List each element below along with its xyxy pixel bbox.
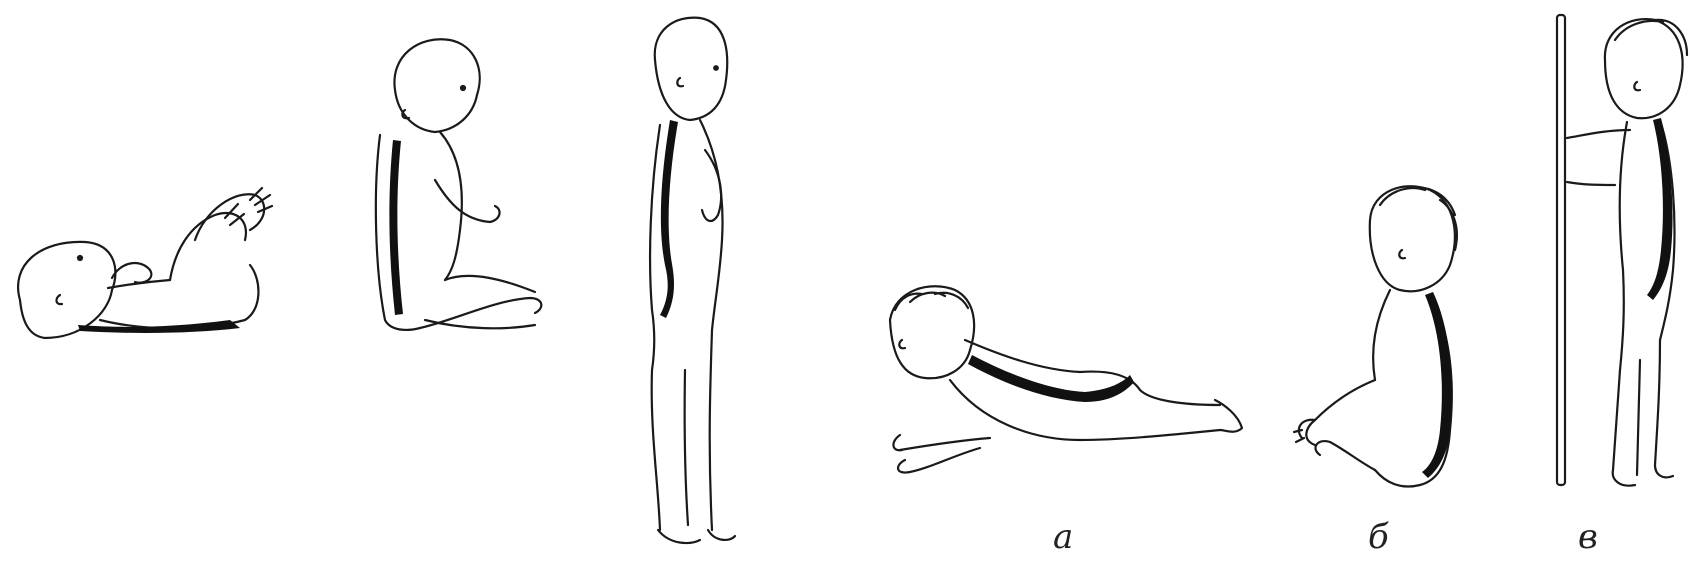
spine-line: [968, 355, 1134, 402]
infant-sitting-straight-figure: [365, 30, 565, 350]
child-standing-figure: [630, 10, 770, 560]
newborn-lying-figure: [0, 170, 300, 370]
spine-line: [78, 320, 240, 333]
caption-b: б: [1368, 520, 1389, 554]
infant-prone-figure: [880, 280, 1250, 510]
spine-line: [389, 140, 403, 315]
caption-v: в: [1578, 520, 1598, 554]
spine-line: [1647, 118, 1673, 300]
toddler-standing-stick-figure: [1545, 10, 1690, 510]
spine-line: [660, 120, 678, 318]
caption-a: а: [1053, 520, 1073, 554]
infant-sitting-figure: [1290, 180, 1480, 510]
